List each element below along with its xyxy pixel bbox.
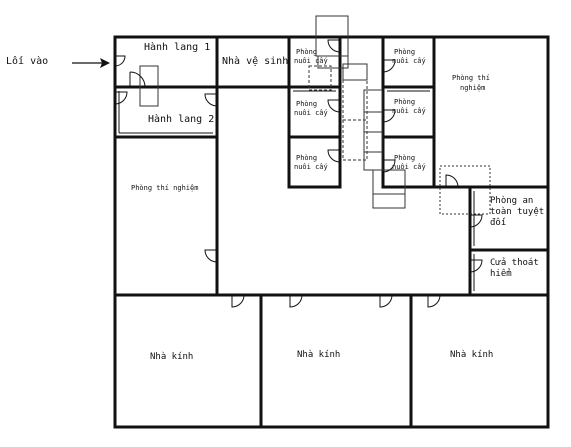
- svg-text:Phòng: Phòng: [394, 154, 415, 162]
- culture-room-5: Phòng nuôi cấy: [392, 98, 426, 115]
- toilet-label: Nhà vệ sinh: [222, 55, 288, 67]
- emergency-exit: Cửa thoát hiểm: [490, 257, 539, 279]
- greenhouse-3-label: Nhà kính: [450, 350, 493, 360]
- svg-text:nuôi cấy: nuôi cấy: [294, 57, 328, 65]
- svg-text:nuôi cấy: nuôi cấy: [294, 109, 328, 117]
- inner-thin-walls: [118, 90, 475, 291]
- svg-text:Cửa thoát: Cửa thoát: [490, 257, 539, 268]
- svg-text:Phòng thí: Phòng thí: [452, 74, 490, 82]
- svg-text:hiểm: hiểm: [490, 268, 512, 279]
- greenhouse-2-label: Nhà kính: [297, 350, 340, 360]
- ventilation-ducts: [139, 15, 491, 215]
- lab-top-right: Phòng thí nghiệm: [452, 74, 490, 92]
- culture-room-4: Phòng nuôi cấy: [392, 48, 426, 65]
- greenhouse-1-label: Nhà kính: [150, 352, 193, 362]
- safe-room: Phòng an toàn tuyệt đối: [490, 195, 544, 228]
- svg-text:nghiệm: nghiệm: [460, 84, 485, 92]
- corridor-1-label: Hành lang 1: [144, 41, 210, 53]
- svg-text:đối: đối: [490, 217, 506, 228]
- svg-text:nuôi cấy: nuôi cấy: [392, 163, 426, 171]
- svg-text:Phòng: Phòng: [296, 100, 317, 108]
- lab-left-label: Phòng thí nghiệm: [131, 184, 198, 192]
- svg-text:Phòng: Phòng: [394, 98, 415, 106]
- culture-room-6: Phòng nuôi cấy: [392, 154, 426, 171]
- svg-text:nuôi cấy: nuôi cấy: [294, 163, 328, 171]
- svg-text:Phòng: Phòng: [296, 48, 317, 56]
- culture-room-1: Phòng nuôi cấy: [294, 48, 328, 65]
- svg-text:Phòng: Phòng: [296, 154, 317, 162]
- doors: [114, 39, 483, 308]
- entrance-arrow: [72, 58, 110, 68]
- svg-text:Phòng: Phòng: [394, 48, 415, 56]
- entrance-label: Lối vào: [6, 55, 48, 67]
- svg-text:Phòng an: Phòng an: [490, 195, 533, 206]
- svg-text:nuôi cấy: nuôi cấy: [392, 107, 426, 115]
- culture-room-2: Phòng nuôi cấy: [294, 100, 328, 117]
- outer-walls: [113, 35, 550, 429]
- svg-text:toàn tuyệt: toàn tuyệt: [490, 207, 544, 217]
- svg-text:nuôi cấy: nuôi cấy: [392, 57, 426, 65]
- corridor-2-label: Hành lang 2: [148, 113, 214, 125]
- culture-room-3: Phòng nuôi cấy: [294, 154, 328, 171]
- interior-walls: [113, 35, 550, 429]
